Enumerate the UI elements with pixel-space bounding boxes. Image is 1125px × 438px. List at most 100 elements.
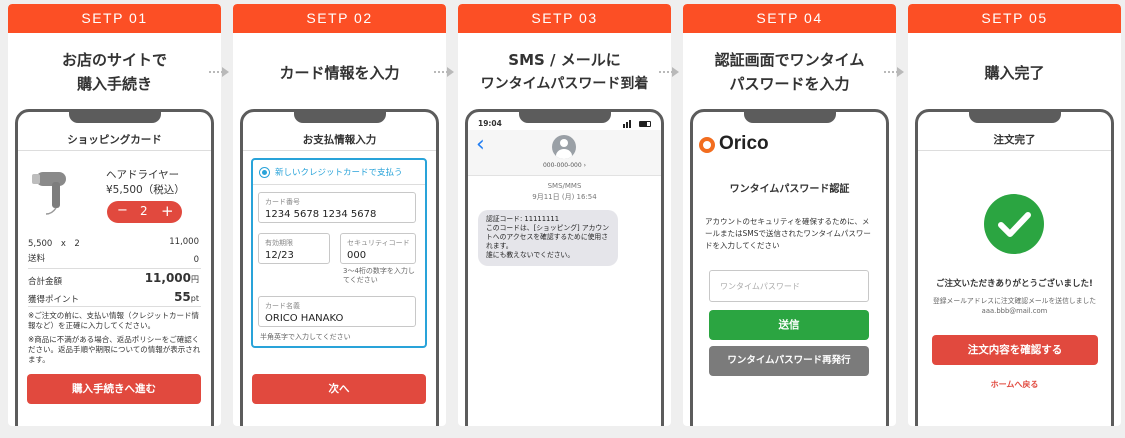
divider (28, 306, 201, 307)
step-04-caption-line1: 認証画面でワンタイム (714, 51, 865, 69)
phone-otp: Orico ワンタイムパスワード認証 アカウントのセキュリティを確保するために、… (690, 109, 889, 426)
cardholder-name-label: カード名義 (265, 302, 300, 310)
quantity-stepper: − 2 + (107, 201, 182, 223)
phone-notch (518, 112, 611, 123)
status-time: 19:04 (478, 119, 502, 128)
shipping-value: 0 (193, 255, 199, 265)
sms-header-bar: ‹ 000-000-000 › (468, 130, 661, 176)
step-03-header: SETP 03 (458, 4, 671, 33)
total-value: 11,000 (144, 271, 191, 285)
view-order-button[interactable]: 注文内容を確認する (932, 335, 1098, 365)
line-total: 11,000 (169, 237, 199, 247)
quantity-plus-button[interactable]: + (161, 202, 174, 220)
step-01-header: SETP 01 (8, 4, 221, 33)
total-unit: 円 (191, 275, 199, 284)
divider (918, 150, 1111, 151)
cart-note-2: ※商品に不満がある場合、返品ポリシーをご確認ください。返品手順や期限についての情… (28, 335, 201, 364)
next-button[interactable]: 次へ (252, 374, 426, 404)
step-03-card: SETP 03 SMS / メールに ワンタイムパスワード到着 19:04 ‹ … (458, 4, 671, 426)
payment-form-panel: 新しいクレジットカードで支払う カード番号 1234 5678 1234 567… (251, 158, 427, 348)
radio-label: 新しいクレジットカードで支払う (275, 168, 403, 178)
checkmark-icon (984, 194, 1044, 254)
cart-note-1: ※ご注文の前に、支払い情報（クレジットカード情報など）を正確に入力してください。 (28, 311, 200, 330)
submit-button[interactable]: 送信 (709, 310, 869, 340)
quantity-minus-button[interactable]: − (117, 203, 128, 218)
thanks-message: ご注文いただきありがとうございました! (936, 279, 1093, 289)
security-code-hint: 3～4桁の数字を入力してください (343, 267, 415, 284)
card-number-label: カード番号 (265, 198, 300, 206)
step-05-header: SETP 05 (908, 4, 1121, 33)
step-04-header: SETP 04 (683, 4, 896, 33)
back-to-home-link[interactable]: ホームへ戻る (990, 380, 1039, 389)
step-02-caption: カード情報を入力 (279, 64, 400, 82)
step-03-caption-line1: SMS / メールに (508, 51, 621, 69)
cardholder-name-field[interactable]: カード名義 ORICO HANAKO (258, 296, 416, 327)
otp-input[interactable]: ワンタイムパスワード (709, 270, 869, 302)
phone-notch (968, 112, 1061, 123)
points-amount: 55pt (174, 290, 199, 304)
step-02-card: SETP 02 カード情報を入力 お支払情報入力 新しいクレジットカードで支払う… (233, 4, 446, 426)
sender-row[interactable]: 000-000-000 › (468, 162, 661, 169)
card-number-field[interactable]: カード番号 1234 5678 1234 5678 (258, 192, 416, 223)
total-label: 合計金額 (28, 277, 63, 287)
divider (28, 268, 201, 269)
step-arrow (659, 67, 681, 77)
status-icons (623, 120, 653, 128)
radio-selected[interactable] (259, 167, 270, 178)
phone-notch (743, 112, 836, 123)
message-kind: SMS/MMS (547, 182, 582, 190)
phone-notch (293, 112, 386, 123)
card-number-value: 1234 5678 1234 5678 (265, 209, 377, 220)
step-01-card: SETP 01 お店のサイトで 購入手続き ショッピングカード ヘアドライヤー … (8, 4, 221, 426)
phone-payment: お支払情報入力 新しいクレジットカードで支払う カード番号 1234 5678 … (240, 109, 439, 426)
points-unit: pt (190, 294, 199, 303)
resend-otp-button[interactable]: ワンタイムパスワード再発行 (709, 346, 869, 376)
cardholder-name-value: ORICO HANAKO (265, 313, 344, 324)
back-icon[interactable]: ‹ (476, 132, 485, 157)
divider (243, 150, 436, 151)
total-amount: 11,000円 (145, 271, 199, 285)
security-code-label: セキュリティコード (347, 239, 410, 247)
step-01-caption-line1: お店のサイトで (61, 51, 167, 69)
line-item: 5,500 x 2 (28, 239, 80, 249)
payment-title: お支払情報入力 (302, 134, 377, 146)
product-price: ¥5,500（税込） (106, 184, 185, 196)
confirmation-message: 登録メールアドレスに注文確認メールを送信しました (932, 297, 1097, 305)
step-05-card: SETP 05 購入完了 注文完了 ご注文いただきありがとうございました! 登録… (908, 4, 1121, 426)
quantity-value: 2 (140, 204, 148, 218)
divider (253, 184, 425, 185)
divider (18, 150, 211, 151)
step-01-caption-line2: 購入手続き (76, 75, 152, 93)
expiry-value: 12/23 (265, 250, 294, 261)
step-02-header: SETP 02 (233, 4, 446, 33)
message-date: 9月11日 (月) 16:54 (532, 193, 597, 201)
otp-title: ワンタイムパスワード認証 (729, 184, 850, 195)
phone-sms: 19:04 ‹ 000-000-000 › SMS/MMS 9月11日 (月) … (465, 109, 664, 426)
orico-logo-icon (699, 137, 715, 153)
product-name: ヘアドライヤー (106, 169, 180, 181)
sms-message-text: 認証コード: 11111111 このコードは、[ショッピング] アカウントへのア… (486, 215, 610, 259)
shipping-label: 送料 (28, 254, 46, 264)
expiry-field[interactable]: 有効期限 12/23 (258, 233, 330, 264)
otp-input-placeholder: ワンタイムパスワード (720, 282, 800, 291)
step-arrow (434, 67, 456, 77)
phone-cart: ショッピングカード ヘアドライヤー ¥5,500（税込） − 2 + 5,500… (15, 109, 214, 426)
security-code-field[interactable]: セキュリティコード 000 (340, 233, 416, 264)
step-05-caption: 購入完了 (984, 64, 1045, 82)
expiry-label: 有効期限 (265, 239, 293, 247)
registered-email: aaa.bbb@mail.com (981, 307, 1048, 315)
orico-logo-text: Orico (719, 133, 769, 154)
points-label: 獲得ポイント (28, 295, 80, 305)
phone-complete: 注文完了 ご注文いただきありがとうございました! 登録メールアドレスに注文確認メ… (915, 109, 1114, 426)
step-04-caption-line2: パスワードを入力 (729, 75, 850, 93)
step-04-card: SETP 04 認証画面でワンタイム パスワードを入力 Orico ワンタイムパ… (683, 4, 896, 426)
sender-number: 000-000-000 (542, 162, 582, 169)
hair-dryer-image (32, 172, 66, 215)
sms-message-bubble: 認証コード: 11111111 このコードは、[ショッピング] アカウントへのア… (478, 210, 618, 266)
phone-notch (68, 112, 161, 123)
contact-avatar-icon (552, 135, 576, 159)
cardholder-name-hint: 半角英字で入力してください (260, 333, 351, 341)
proceed-to-checkout-button[interactable]: 購入手続きへ進む (27, 374, 201, 404)
otp-description: アカウントのセキュリティを確保するために、メールまたはSMSで送信されたワンタイ… (705, 217, 871, 250)
step-03-caption-line2: ワンタイムパスワード到着 (480, 76, 649, 92)
